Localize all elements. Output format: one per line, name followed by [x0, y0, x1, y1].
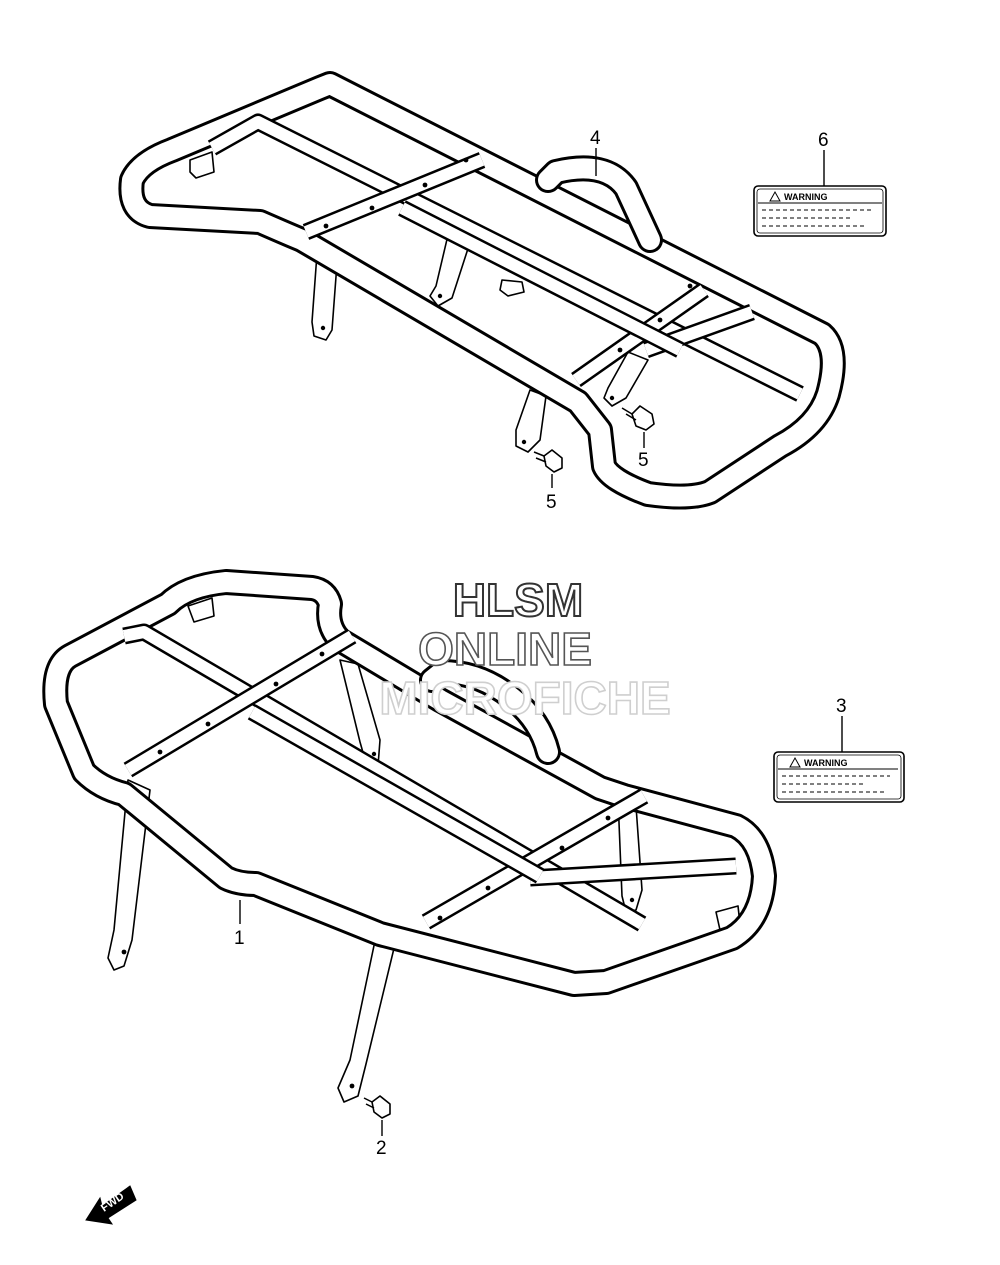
rear-carrier-rack — [42, 569, 777, 1103]
fwd-arrow-icon — [85, 1185, 137, 1225]
rear-rack-tab-rear — [187, 597, 215, 623]
warning-triangle-icon — [769, 190, 781, 202]
callout-6: 6 — [818, 130, 829, 151]
callout-1: 1 — [234, 928, 245, 949]
front-rack-bracket-front-left — [515, 389, 547, 453]
fwd-direction-indicator: FWD — [85, 1185, 137, 1225]
front-rack-tab-rear — [189, 151, 215, 179]
warning-label-3: 3 WARNING — [773, 696, 905, 803]
rear-rack-leg-front — [337, 935, 397, 1103]
callout-3: 3 — [836, 696, 847, 717]
warning-label-6-heading: WARNING — [784, 192, 828, 202]
bolt-2 — [363, 1095, 391, 1119]
watermark-line-2: ONLINE — [418, 623, 592, 675]
front-carrier-rack — [118, 71, 846, 510]
bolt-5-lower — [533, 449, 563, 473]
warning-label-6: 6 WARNING — [753, 130, 887, 237]
warning-triangle-icon — [789, 756, 801, 768]
callout-5-lower: 5 — [546, 492, 557, 513]
callout-5-upper: 5 — [638, 450, 649, 471]
watermark-line-3: MICROFICHE — [379, 672, 670, 724]
front-rack-tab-center — [499, 279, 525, 297]
watermark: HLSM ONLINE MICROFICHE — [379, 573, 672, 725]
callout-2: 2 — [376, 1138, 387, 1159]
bolt-5-upper — [621, 405, 655, 431]
callout-4: 4 — [590, 128, 601, 149]
watermark-line-1: HLSM — [453, 574, 583, 626]
front-rack-bracket-front-right — [603, 351, 649, 407]
warning-label-3-heading: WARNING — [804, 758, 848, 768]
